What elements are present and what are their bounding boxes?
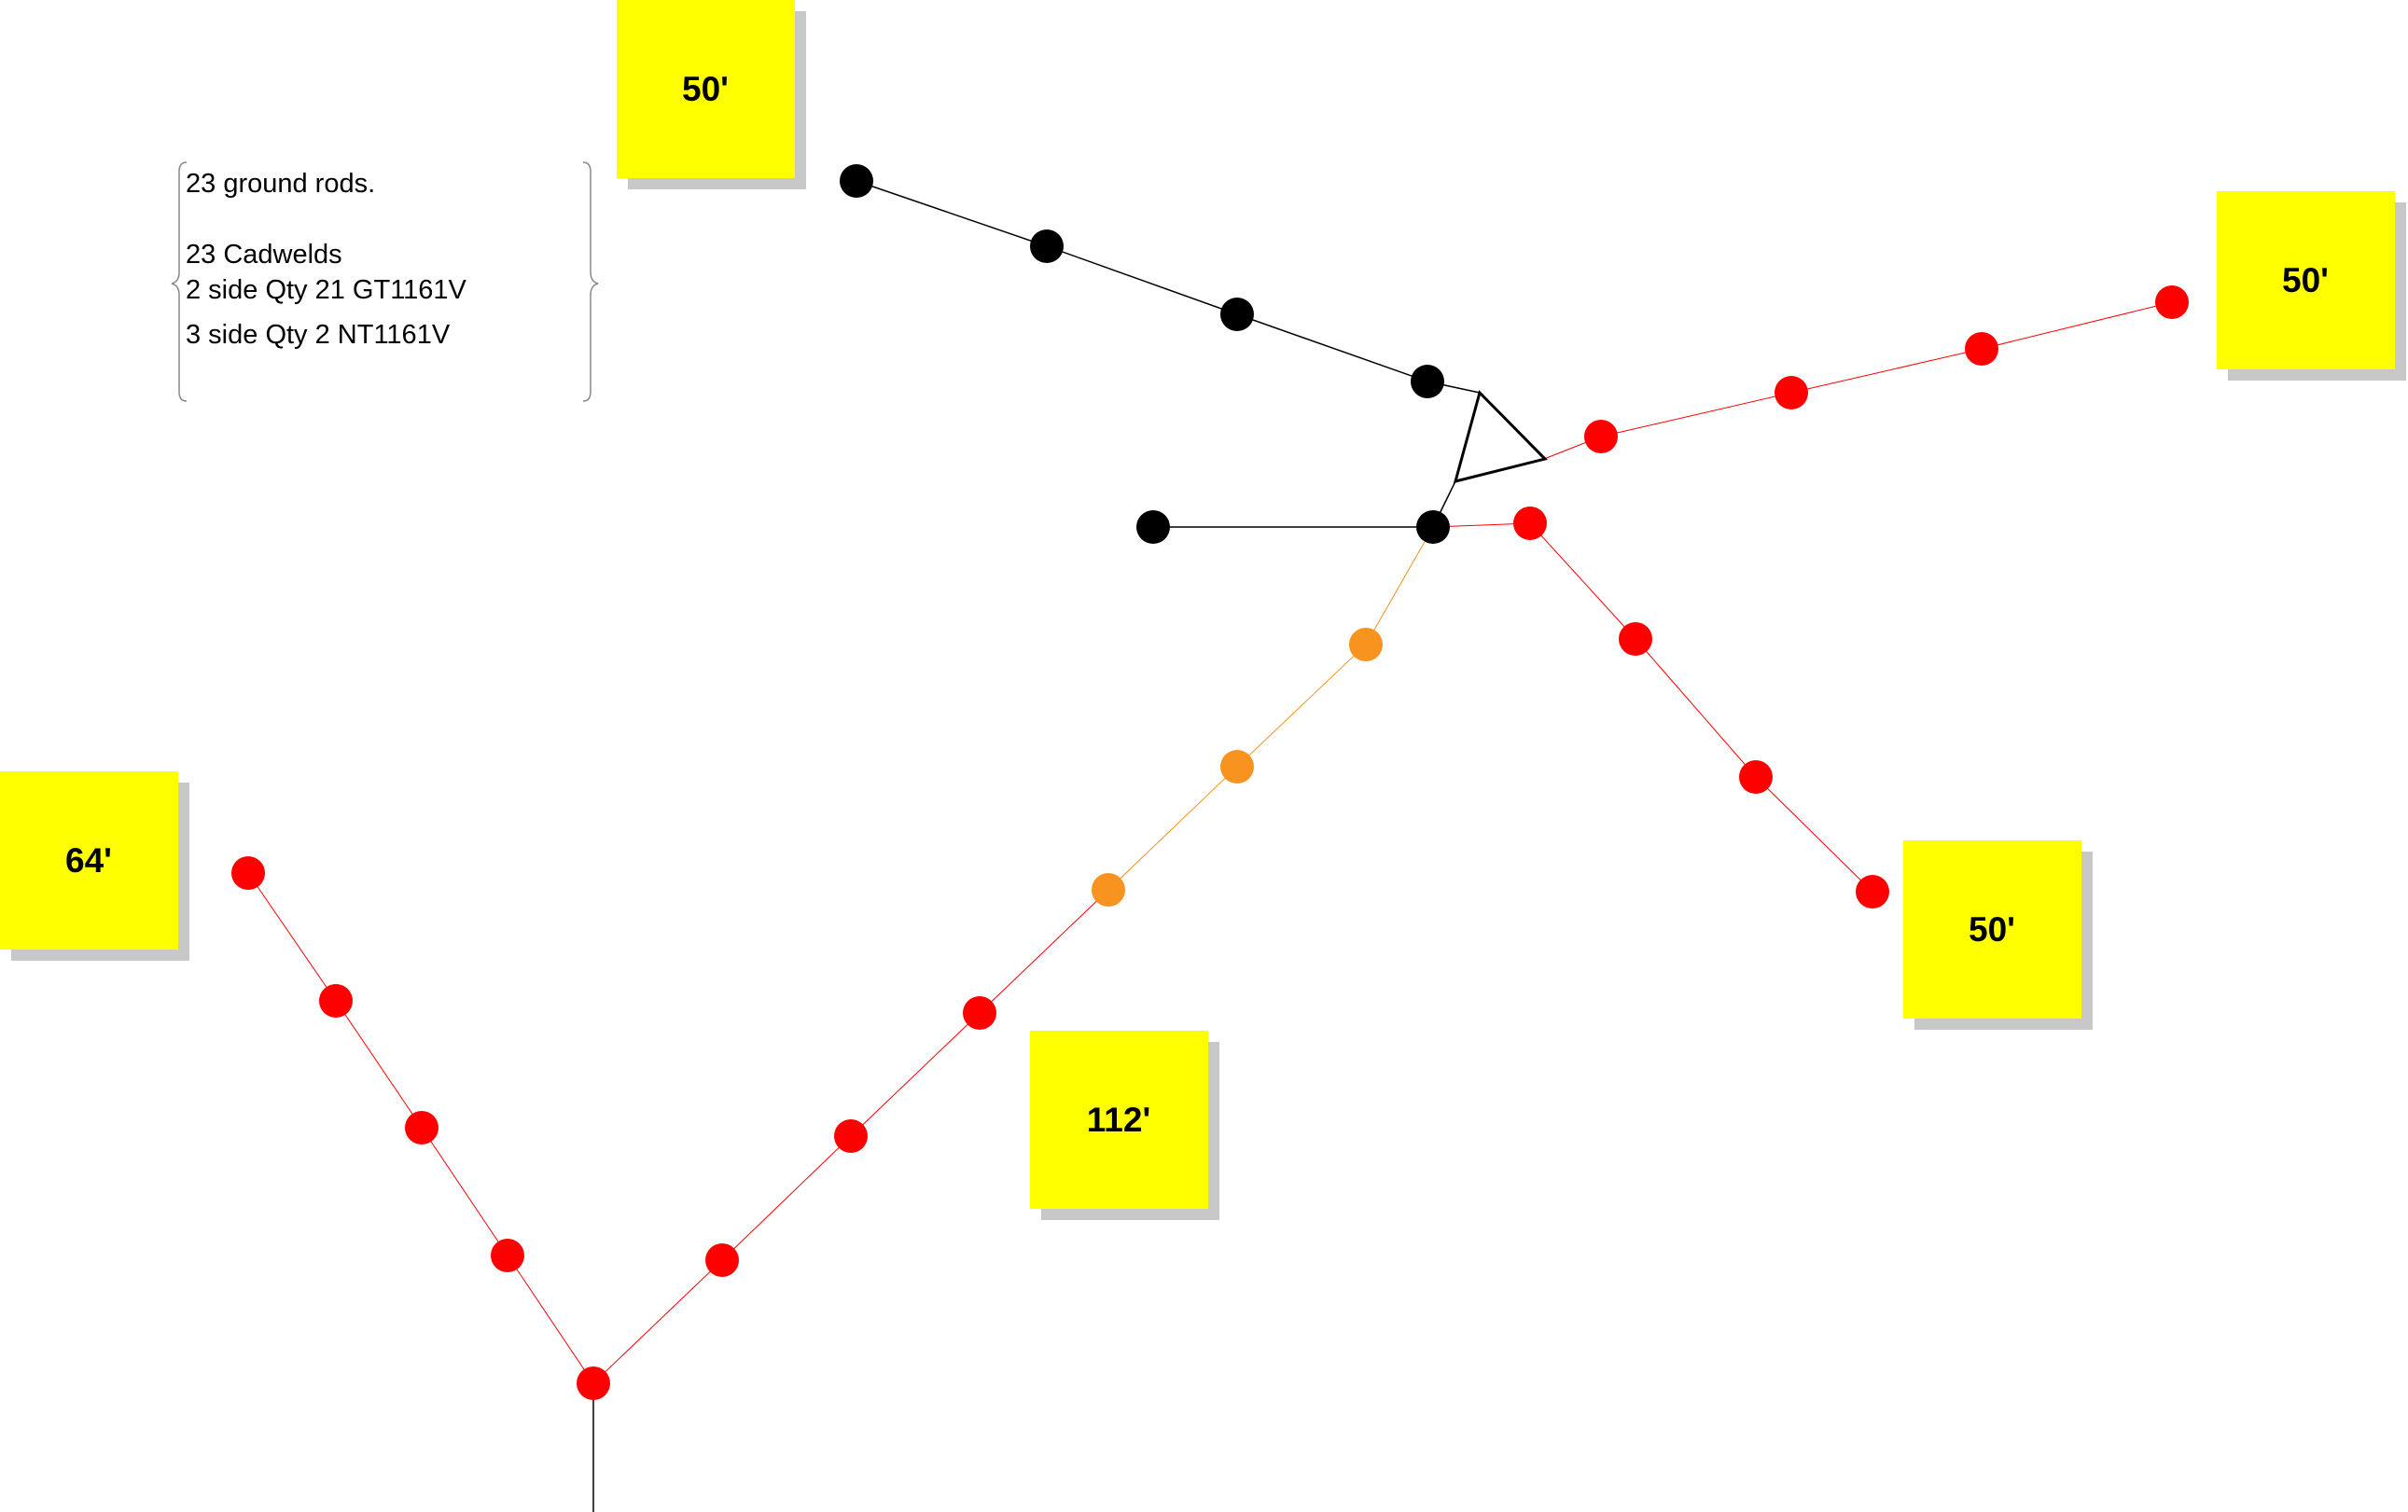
length-label-sticky[interactable]: 50'	[617, 0, 806, 189]
length-label-top: 50'	[682, 70, 729, 108]
ground-rod[interactable]	[491, 1239, 524, 1272]
left-curly-bracket	[171, 161, 188, 402]
ground-rod-hub[interactable]	[1416, 510, 1450, 544]
length-label-left: 64'	[65, 841, 112, 880]
ground-rod[interactable]	[1965, 332, 1998, 366]
ground-rod[interactable]	[1220, 750, 1254, 784]
ground-rod[interactable]	[1775, 376, 1808, 409]
note-line-cadwelds: 23 Cadwelds	[186, 240, 342, 270]
red-run-right-line	[1543, 301, 2173, 460]
orange-run-diagonal-line	[1107, 526, 1434, 891]
ground-rod[interactable]	[319, 984, 353, 1018]
length-label-diagonal: 112'	[1087, 1101, 1151, 1139]
length-label-right: 50'	[2282, 261, 2329, 299]
right-curly-bracket	[582, 161, 599, 402]
sticky-note	[2217, 191, 2395, 369]
ground-rod-junction[interactable]	[577, 1366, 610, 1400]
black-run-top-line	[856, 180, 1481, 394]
length-label-sticky[interactable]: 64'	[0, 771, 189, 961]
ground-rod[interactable]	[1739, 760, 1773, 794]
ground-rod[interactable]	[2155, 285, 2189, 319]
black-ground-rods	[840, 164, 1450, 544]
ground-rod[interactable]	[405, 1111, 438, 1144]
red-run-lower-right-line	[1432, 522, 1873, 893]
note-line-ground-rods: 23 ground rods.	[186, 169, 375, 199]
ground-rod[interactable]	[231, 856, 265, 890]
ground-rod[interactable]	[834, 1119, 868, 1153]
ground-rod[interactable]	[1856, 875, 1889, 909]
ground-rod[interactable]	[1411, 365, 1444, 398]
ground-rod[interactable]	[1030, 229, 1064, 263]
ground-rod[interactable]	[1136, 510, 1170, 544]
ground-rod[interactable]	[963, 996, 996, 1030]
ground-rod[interactable]	[1513, 506, 1547, 540]
length-label-sticky[interactable]: 50'	[2217, 191, 2406, 381]
ground-rod[interactable]	[1619, 622, 1652, 656]
orange-ground-rods	[1092, 628, 1383, 907]
length-label-sticky[interactable]: 50'	[1903, 840, 2093, 1030]
connection-lines	[247, 180, 2173, 1512]
sticky-note	[1030, 1031, 1208, 1209]
sticky-note	[617, 0, 795, 178]
length-label-sticky[interactable]: 112'	[1030, 1031, 1219, 1220]
red-ground-rods	[231, 285, 2189, 1400]
note-line-2-side-qty: 2 side Qty 21 GT1161V	[186, 275, 467, 305]
ground-rod[interactable]	[705, 1243, 739, 1277]
ground-rod[interactable]	[1349, 628, 1383, 661]
triangle-meter-icon	[1453, 390, 1548, 484]
note-line-3-side-qty: 3 side Qty 2 NT1161V	[186, 320, 451, 350]
sticky-note	[1903, 840, 2081, 1019]
ground-rod[interactable]	[1584, 420, 1618, 453]
ground-rod[interactable]	[1220, 298, 1254, 331]
length-label-lower-right: 50'	[1969, 910, 2015, 949]
sticky-note	[0, 771, 178, 950]
ground-rod[interactable]	[1092, 873, 1125, 907]
ground-rod[interactable]	[840, 164, 873, 198]
materials-note: 23 ground rods. 23 Cadwelds 2 side Qty 2…	[171, 161, 599, 402]
